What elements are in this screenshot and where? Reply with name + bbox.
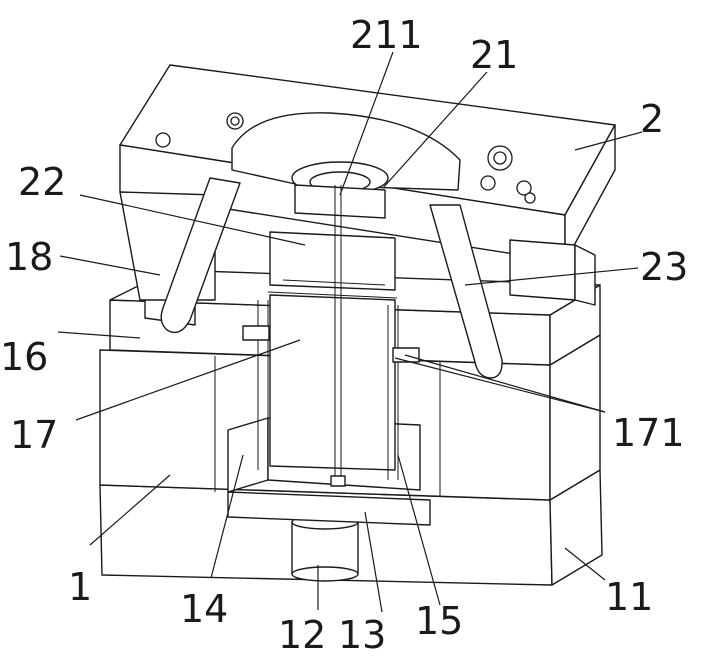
leader-lines bbox=[57, 51, 643, 613]
label-22: 22 bbox=[18, 160, 66, 204]
label-18: 18 bbox=[5, 235, 53, 279]
cylinder-12 bbox=[291, 514, 359, 582]
label-21: 21 bbox=[470, 33, 518, 77]
core-17 bbox=[257, 185, 399, 487]
label-11: 11 bbox=[605, 575, 653, 619]
label-17: 17 bbox=[10, 413, 58, 457]
label-13: 13 bbox=[338, 613, 386, 656]
label-14: 14 bbox=[180, 587, 228, 631]
label-2: 2 bbox=[640, 97, 664, 141]
pins-171 bbox=[242, 325, 420, 363]
label-171: 171 bbox=[612, 411, 685, 455]
label-16: 16 bbox=[0, 335, 48, 379]
label-23: 23 bbox=[640, 245, 688, 289]
ring-21 bbox=[231, 112, 461, 219]
reference-labels: 211 21 2 22 18 23 16 17 171 1 14 11 12 1… bbox=[0, 13, 688, 656]
label-1: 1 bbox=[68, 565, 92, 609]
label-15: 15 bbox=[415, 599, 463, 643]
label-12: 12 bbox=[278, 613, 326, 656]
angle-pin-left-22 bbox=[160, 177, 241, 334]
label-211: 211 bbox=[350, 13, 423, 57]
right-side-step bbox=[509, 239, 596, 306]
angle-pin-right-23 bbox=[429, 204, 503, 379]
